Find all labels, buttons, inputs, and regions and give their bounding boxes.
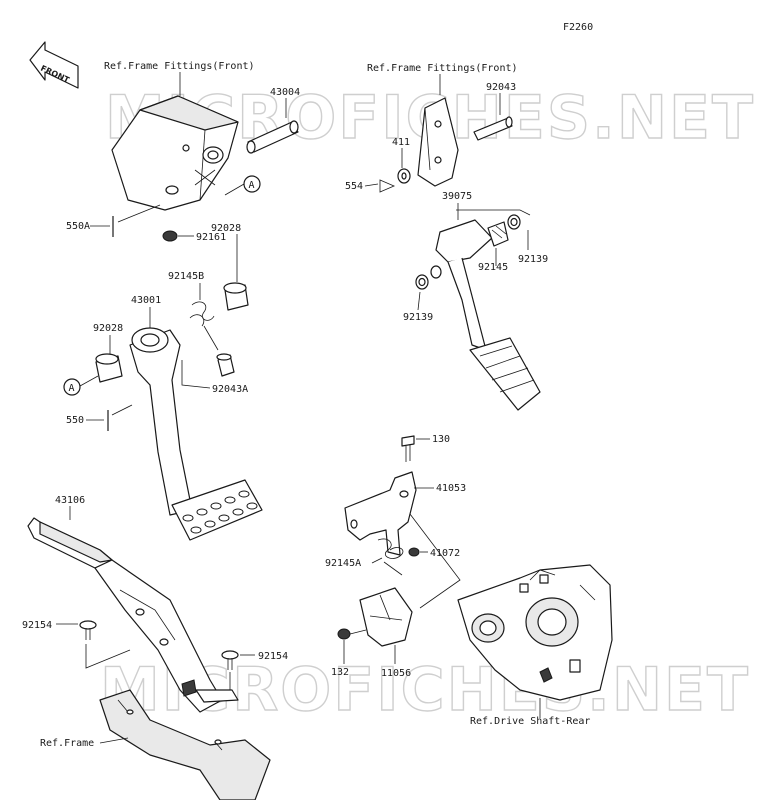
diagram-code: F2260: [563, 22, 593, 33]
callout-92139-left: 92139: [403, 312, 433, 323]
bracket-41053: [344, 471, 417, 556]
spring-92145: [487, 221, 509, 247]
bushing-92139-right: [507, 214, 521, 230]
callout-43004: 43004: [270, 87, 300, 98]
parking-brake-lever-43106: [27, 517, 223, 713]
callout-92145: 92145: [478, 262, 508, 273]
callout-41053: 41053: [436, 483, 466, 494]
brake-pedal-43001: [129, 327, 263, 541]
frame-bracket-front-left: [111, 95, 239, 211]
callout-92043: 92043: [486, 82, 516, 93]
callout-92154-left: 92154: [22, 620, 52, 631]
spring-92145A: [377, 538, 404, 576]
callout-550A: 550A: [66, 221, 90, 232]
bolt-130: [401, 435, 415, 462]
circle-a-marker-2: A: [63, 378, 81, 396]
callout-550: 550: [66, 415, 84, 426]
frame-rail: [99, 689, 271, 800]
callout-43001: 43001: [131, 295, 161, 306]
callout-92161: 92161: [196, 232, 226, 243]
ref-frame-fittings-front-left: Ref.Frame Fittings(Front): [104, 61, 255, 72]
callout-132: 132: [331, 667, 349, 678]
front-arrow-icon: FRONT: [29, 41, 79, 89]
callout-92028-bottom: 92028: [93, 323, 123, 334]
nut-41072: [408, 547, 420, 557]
bushing-92139-left: [415, 265, 442, 290]
pin-92043: [473, 116, 513, 141]
callout-411: 411: [392, 137, 410, 148]
bushing-92028-bottom: [95, 353, 123, 383]
callout-43106: 43106: [55, 495, 85, 506]
callout-130: 130: [432, 434, 450, 445]
callout-39075: 39075: [442, 191, 472, 202]
bolt-132: [337, 628, 367, 640]
callout-41072: 41072: [430, 548, 460, 559]
nut-92161: [162, 230, 178, 242]
bolt-92154-left: [79, 620, 97, 640]
bolt-92154-right: [221, 650, 239, 670]
callout-11056: 11056: [381, 668, 411, 679]
bracket-11056: [359, 587, 413, 647]
callout-92154-right: 92154: [258, 651, 288, 662]
bushing-92028-top: [223, 282, 249, 311]
ref-frame-fittings-front-right: Ref.Frame Fittings(Front): [367, 63, 518, 74]
callout-92139-right: 92139: [518, 254, 548, 265]
drive-shaft-housing: [457, 564, 613, 701]
circle-a-label-1: A: [249, 180, 255, 191]
accelerator-pedal-39075: [435, 219, 541, 411]
circle-a-marker-1: A: [243, 175, 261, 193]
frame-bracket-front-right: [417, 97, 459, 187]
callout-92043A: 92043A: [212, 384, 248, 395]
pedal-shaft-43004: [246, 120, 299, 154]
clip-554: [379, 179, 396, 193]
washer-411: [397, 168, 411, 184]
pin-92043A: [216, 353, 235, 377]
callout-92028-top: 92028: [211, 223, 241, 234]
circle-a-label-2: A: [69, 383, 75, 394]
callout-92145B: 92145B: [168, 271, 204, 282]
callout-92145A: 92145A: [325, 558, 361, 569]
ref-drive-shaft-rear: Ref.Drive Shaft-Rear: [470, 716, 590, 727]
callout-554: 554: [345, 181, 363, 192]
spring-92145B: [189, 301, 219, 351]
ref-frame: Ref.Frame: [40, 738, 94, 749]
